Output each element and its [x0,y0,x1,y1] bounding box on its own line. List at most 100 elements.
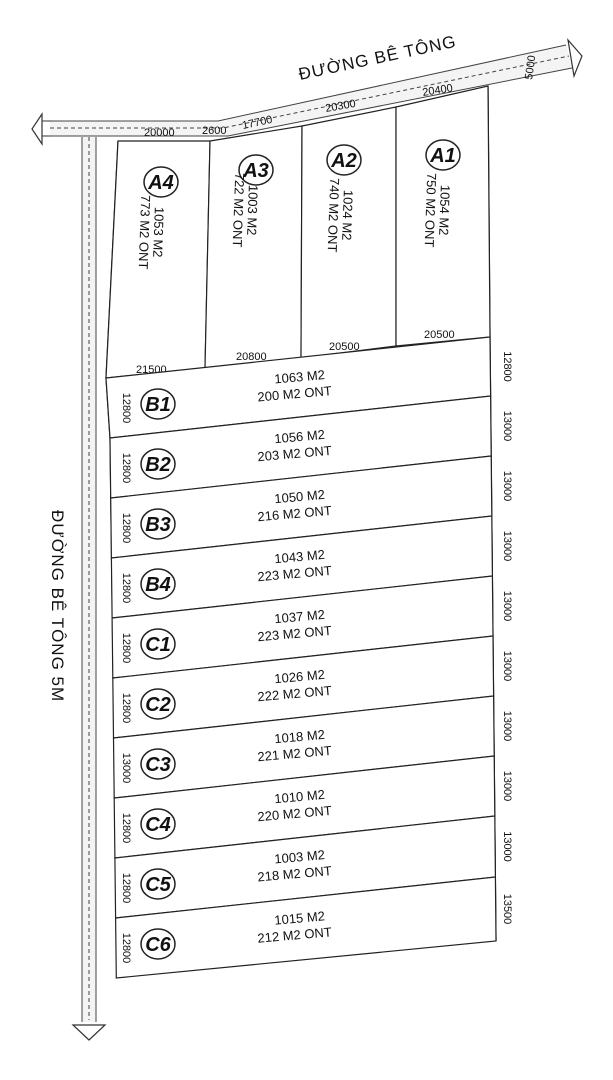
lot-area: 1015 M2 [274,908,326,927]
lot-id-label: C2 [145,694,171,716]
lot-right-dim: 12800 [501,351,513,382]
lot-left-dim: 13000 [120,753,132,784]
lot-bottom-dim: 20500 [424,329,455,341]
lot-area: 1026 M2 [274,667,326,686]
lot-area: 1063 M2 [274,367,326,386]
lot-left-dim: 12800 [120,813,132,844]
lot-id-label: C5 [145,874,171,896]
lot-id-circle [140,688,176,720]
lot-ont-area: 773 M2 ONT [136,195,154,270]
lot-id-circle [140,868,176,900]
lot-left-dim: 12800 [120,633,132,664]
left-road-south-arrow [71,1024,107,1041]
left-road: ĐƯỜNG BÊ TÔNG 5M [48,137,107,1041]
lot-ont-area: 722 M2 ONT [230,173,248,248]
left-road-label: ĐƯỜNG BÊ TÔNG 5M [48,510,67,702]
lot-id-label: A3 [242,160,269,182]
lot-id-label: B3 [145,514,171,536]
lot-area: 1003 M2 [244,185,261,236]
lot-ont-area: 220 M2 ONT [257,803,332,824]
lot-area: 1010 M2 [274,787,326,806]
lot-id-circle [326,144,362,176]
lot-area: 1024 M2 [339,190,356,241]
lot-area: 1037 M2 [274,607,326,626]
lot-right-dim: 13000 [501,651,513,682]
lot-area: 1050 M2 [274,487,326,506]
lot-area: 1003 M2 [274,847,326,866]
lot-id-label: A4 [147,172,174,194]
lot-ont-area: 203 M2 ONT [257,443,332,464]
lot-ont-area: 212 M2 ONT [257,924,332,945]
lot-left-dim: 12800 [120,513,132,544]
lot-ont-area: 200 M2 ONT [257,383,332,404]
lot-right-dim: 13000 [501,471,513,502]
lot-left-dim: 12800 [120,873,132,904]
top-dim-20300: 20300 [324,98,356,115]
lot-left-dim: 12800 [120,933,132,964]
lot-bottom-dim: 20500 [329,341,360,353]
lot-id-label: A1 [429,145,456,167]
top-dim-20400: 20400 [422,82,454,99]
lot-area: 1018 M2 [274,727,326,746]
lot-right-dim: 13500 [501,894,513,925]
lot-id-label: B1 [145,394,171,416]
top-road-west-arrow [31,112,52,146]
top-road-east-arrow [567,38,583,79]
lot-id-label: B2 [145,454,171,476]
lot-id-circle [140,748,176,780]
lot-left-dim: 12800 [120,573,132,604]
lot-ont-area: 223 M2 ONT [257,563,332,584]
lot-right-dim: 13000 [501,531,513,562]
lot-ont-area: 218 M2 ONT [257,863,332,884]
lot-ont-area: 223 M2 ONT [257,623,332,644]
lot-left-dim: 12800 [120,453,132,484]
lot-right-dim: 13000 [501,831,513,862]
lot-right-dim: 13000 [501,711,513,742]
lot-bottom-dim: 20800 [236,351,267,363]
lot-id-label: C1 [145,634,171,656]
lot-boundary [114,876,497,979]
lot-ont-area: 740 M2 ONT [325,178,343,253]
lot-id-label: A2 [330,150,357,172]
lot-id-circle [425,139,461,171]
lot-ont-area: 750 M2 ONT [422,173,440,248]
lot-id-label: C4 [145,814,171,836]
lot-area: 1043 M2 [274,547,326,566]
lot-ont-area: 222 M2 ONT [257,683,332,704]
top-dim-2600: 2600 [202,125,226,137]
lot-id-circle [140,628,176,660]
lot-id-circle [140,568,176,600]
lot-right-dim: 13000 [501,771,513,802]
lot-right-dim: 13000 [501,411,513,442]
lot-area: 1053 M2 [150,207,167,258]
top-road-width-dim: 5000 [523,55,538,81]
lot-id-label: C6 [145,934,171,956]
lot-id-label: B4 [145,574,171,596]
lot-id-label: C3 [145,754,171,776]
lot-ont-area: 216 M2 ONT [257,503,332,524]
lot-id-circle [238,154,274,186]
lot-area: 1056 M2 [274,427,326,446]
lot-ont-area: 221 M2 ONT [257,743,332,764]
lot-id-circle [140,508,176,540]
lot-left-dim: 12800 [120,393,132,424]
lot-id-circle [140,928,176,960]
lot-id-circle [140,388,176,420]
lot-id-circle [143,166,179,198]
lot-right-dim: 13000 [501,591,513,622]
